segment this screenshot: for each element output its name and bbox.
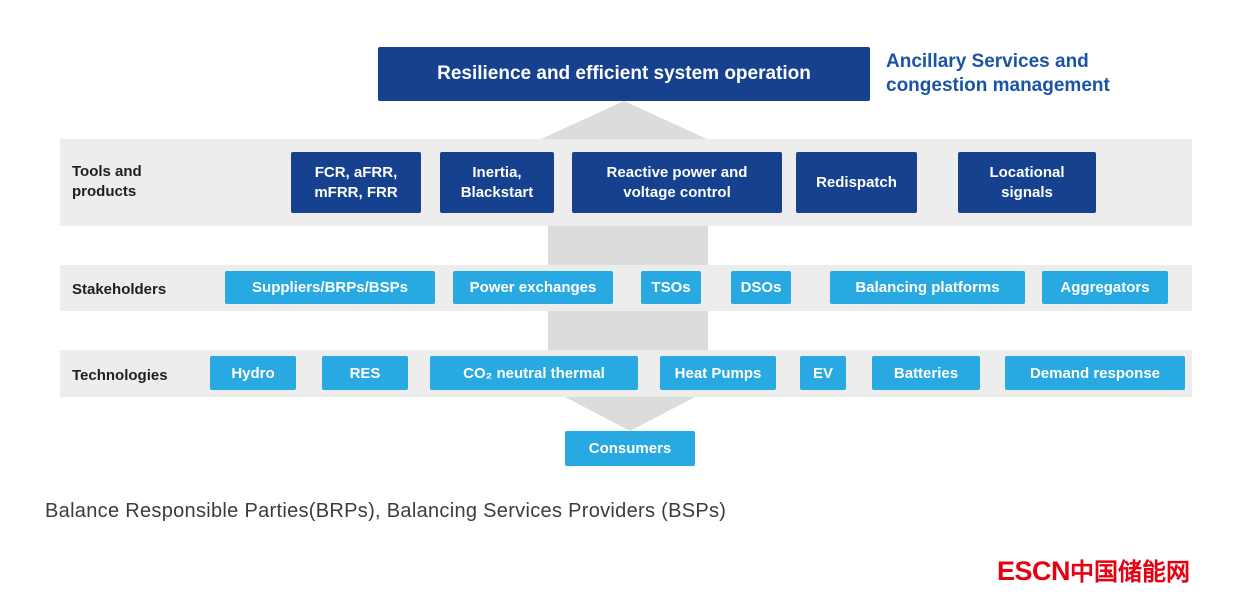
stakeholder-box-aggregators: Aggregators xyxy=(1042,271,1168,304)
header-title: Resilience and efficient system operatio… xyxy=(437,63,811,84)
tool-box-fcr-afrr-mfrr-frr: FCR, aFRR, mFRR, FRR xyxy=(291,152,421,213)
row-label-tools-and-products: Tools and products xyxy=(72,163,142,201)
connector-tools-stakeholders xyxy=(548,226,708,265)
escn-logo: ESCN 中国储能网 xyxy=(997,552,1190,587)
connector-stakeholders-technologies xyxy=(548,311,708,350)
technology-box-demand-response: Demand response xyxy=(1005,356,1185,390)
tool-box-locational-signals: Locational signals xyxy=(958,152,1096,213)
row-label-stakeholders: Stakeholders xyxy=(72,281,167,298)
stakeholder-box-balancing-platforms: Balancing platforms xyxy=(830,271,1025,304)
arrow-down-icon xyxy=(565,397,695,431)
technology-box-batteries: Batteries xyxy=(872,356,980,390)
escn-logo-cjk: 中国储能网 xyxy=(1070,558,1190,586)
header-title-box: Resilience and efficient system operatio… xyxy=(378,47,870,101)
row-label-technologies: Technologies xyxy=(72,367,168,384)
stakeholder-box-power-exchanges: Power exchanges xyxy=(453,271,613,304)
technology-box-hydro: Hydro xyxy=(210,356,296,390)
technology-box-co2-neutral-thermal: CO₂ neutral thermal xyxy=(430,356,638,390)
stakeholder-box-tsos: TSOs xyxy=(641,271,701,304)
side-label-ancillary-services: Ancillary Services and congestion manage… xyxy=(886,51,1110,96)
stakeholder-box-dsos: DSOs xyxy=(731,271,791,304)
escn-logo-latin: ESCN xyxy=(996,556,1071,586)
tool-box-inertia-blackstart: Inertia, Blackstart xyxy=(440,152,554,213)
stakeholder-box-suppliers-brps-bsps: Suppliers/BRPs/BSPs xyxy=(225,271,435,304)
technology-box-ev: EV xyxy=(800,356,846,390)
consumers-box: Consumers xyxy=(565,431,695,466)
technology-box-heat-pumps: Heat Pumps xyxy=(660,356,776,390)
arrow-up-icon xyxy=(541,101,707,139)
footnote-brps-bsps: Balance Responsible Parties(BRPs), Balan… xyxy=(45,500,727,522)
tool-box-redispatch: Redispatch xyxy=(796,152,917,213)
tool-box-reactive-power-voltage-control: Reactive power and voltage control xyxy=(572,152,782,213)
technology-box-res: RES xyxy=(322,356,408,390)
